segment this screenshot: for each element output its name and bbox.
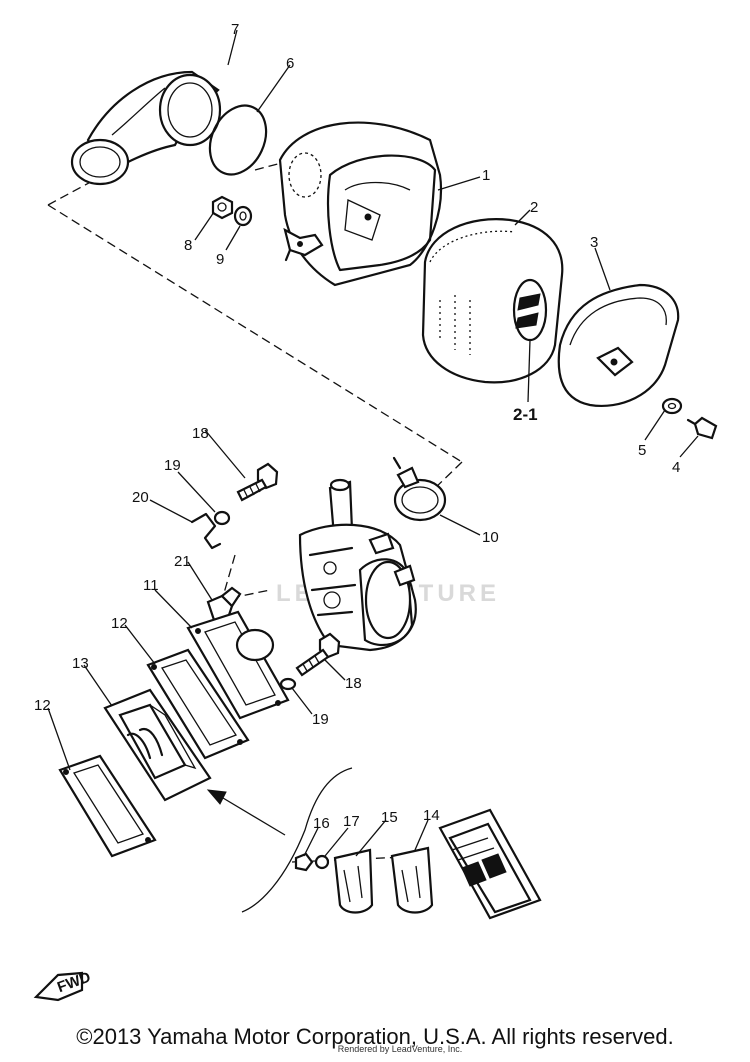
gasket-lower <box>58 754 157 858</box>
callout-leaders <box>47 29 699 857</box>
air-cleaner-case <box>278 121 442 287</box>
callout-19-upper: 19 <box>164 457 181 474</box>
cover-screw <box>686 416 718 440</box>
carburetor-joint <box>186 610 290 720</box>
washer-cover <box>661 397 683 415</box>
callout-14: 14 <box>423 807 440 824</box>
callout-10: 10 <box>482 529 499 546</box>
callout-9: 9 <box>216 251 224 268</box>
callout-17: 17 <box>343 813 360 830</box>
reed-valve-block <box>103 688 212 802</box>
washer-reed <box>314 854 330 870</box>
o-ring <box>208 104 268 176</box>
rendered-by-credit: Rendered by LeadVenture, Inc. <box>337 1044 463 1054</box>
callout-20: 20 <box>132 489 149 506</box>
callout-6: 6 <box>286 55 294 72</box>
small-screw <box>294 852 314 872</box>
callout-1: 1 <box>482 167 490 184</box>
callout-18-lower: 18 <box>345 675 362 692</box>
callout-5: 5 <box>638 442 646 459</box>
washer-small <box>233 205 253 227</box>
bolt-upper <box>236 462 279 502</box>
callout-numbers: 7 6 1 2 3 2-1 5 4 8 9 10 18 19 20 21 11 … <box>34 21 680 832</box>
reed-stopper <box>333 848 374 914</box>
clip <box>190 512 222 550</box>
air-cleaner-cover <box>557 283 680 407</box>
nut <box>211 195 234 220</box>
forward-direction-badge: FWD <box>33 968 93 1002</box>
callout-12-upper: 12 <box>111 615 128 632</box>
copyright-notice: ©2013 Yamaha Motor Corporation, U.S.A. A… <box>76 1024 674 1049</box>
hose-clamp <box>392 456 447 522</box>
callout-13: 13 <box>72 655 89 672</box>
callout-3: 3 <box>590 234 598 251</box>
elbow-fitting <box>206 586 242 622</box>
callout-12-lower: 12 <box>34 697 51 714</box>
reed-plate <box>390 846 434 914</box>
callout-4: 4 <box>672 459 680 476</box>
air-filter-element <box>421 218 564 384</box>
callout-19-lower: 19 <box>312 711 329 728</box>
bolt-lower <box>295 632 341 677</box>
lock-washer-lower <box>279 677 297 691</box>
lock-washer-upper <box>213 510 231 526</box>
callout-16: 16 <box>313 815 330 832</box>
carburetor <box>298 478 417 652</box>
intake-duct-elbow <box>70 70 222 186</box>
callout-8: 8 <box>184 237 192 254</box>
callout-11: 11 <box>143 577 159 594</box>
callout-7: 7 <box>231 21 239 38</box>
gasket-upper <box>146 648 250 760</box>
reed-block-detail <box>438 808 542 920</box>
callout-2-1: 2-1 <box>513 405 538 424</box>
callout-21: 21 <box>174 553 191 570</box>
callout-15: 15 <box>381 809 398 826</box>
detail-bracket <box>206 767 353 913</box>
callout-18-upper: 18 <box>192 425 209 442</box>
callout-2: 2 <box>530 199 538 216</box>
